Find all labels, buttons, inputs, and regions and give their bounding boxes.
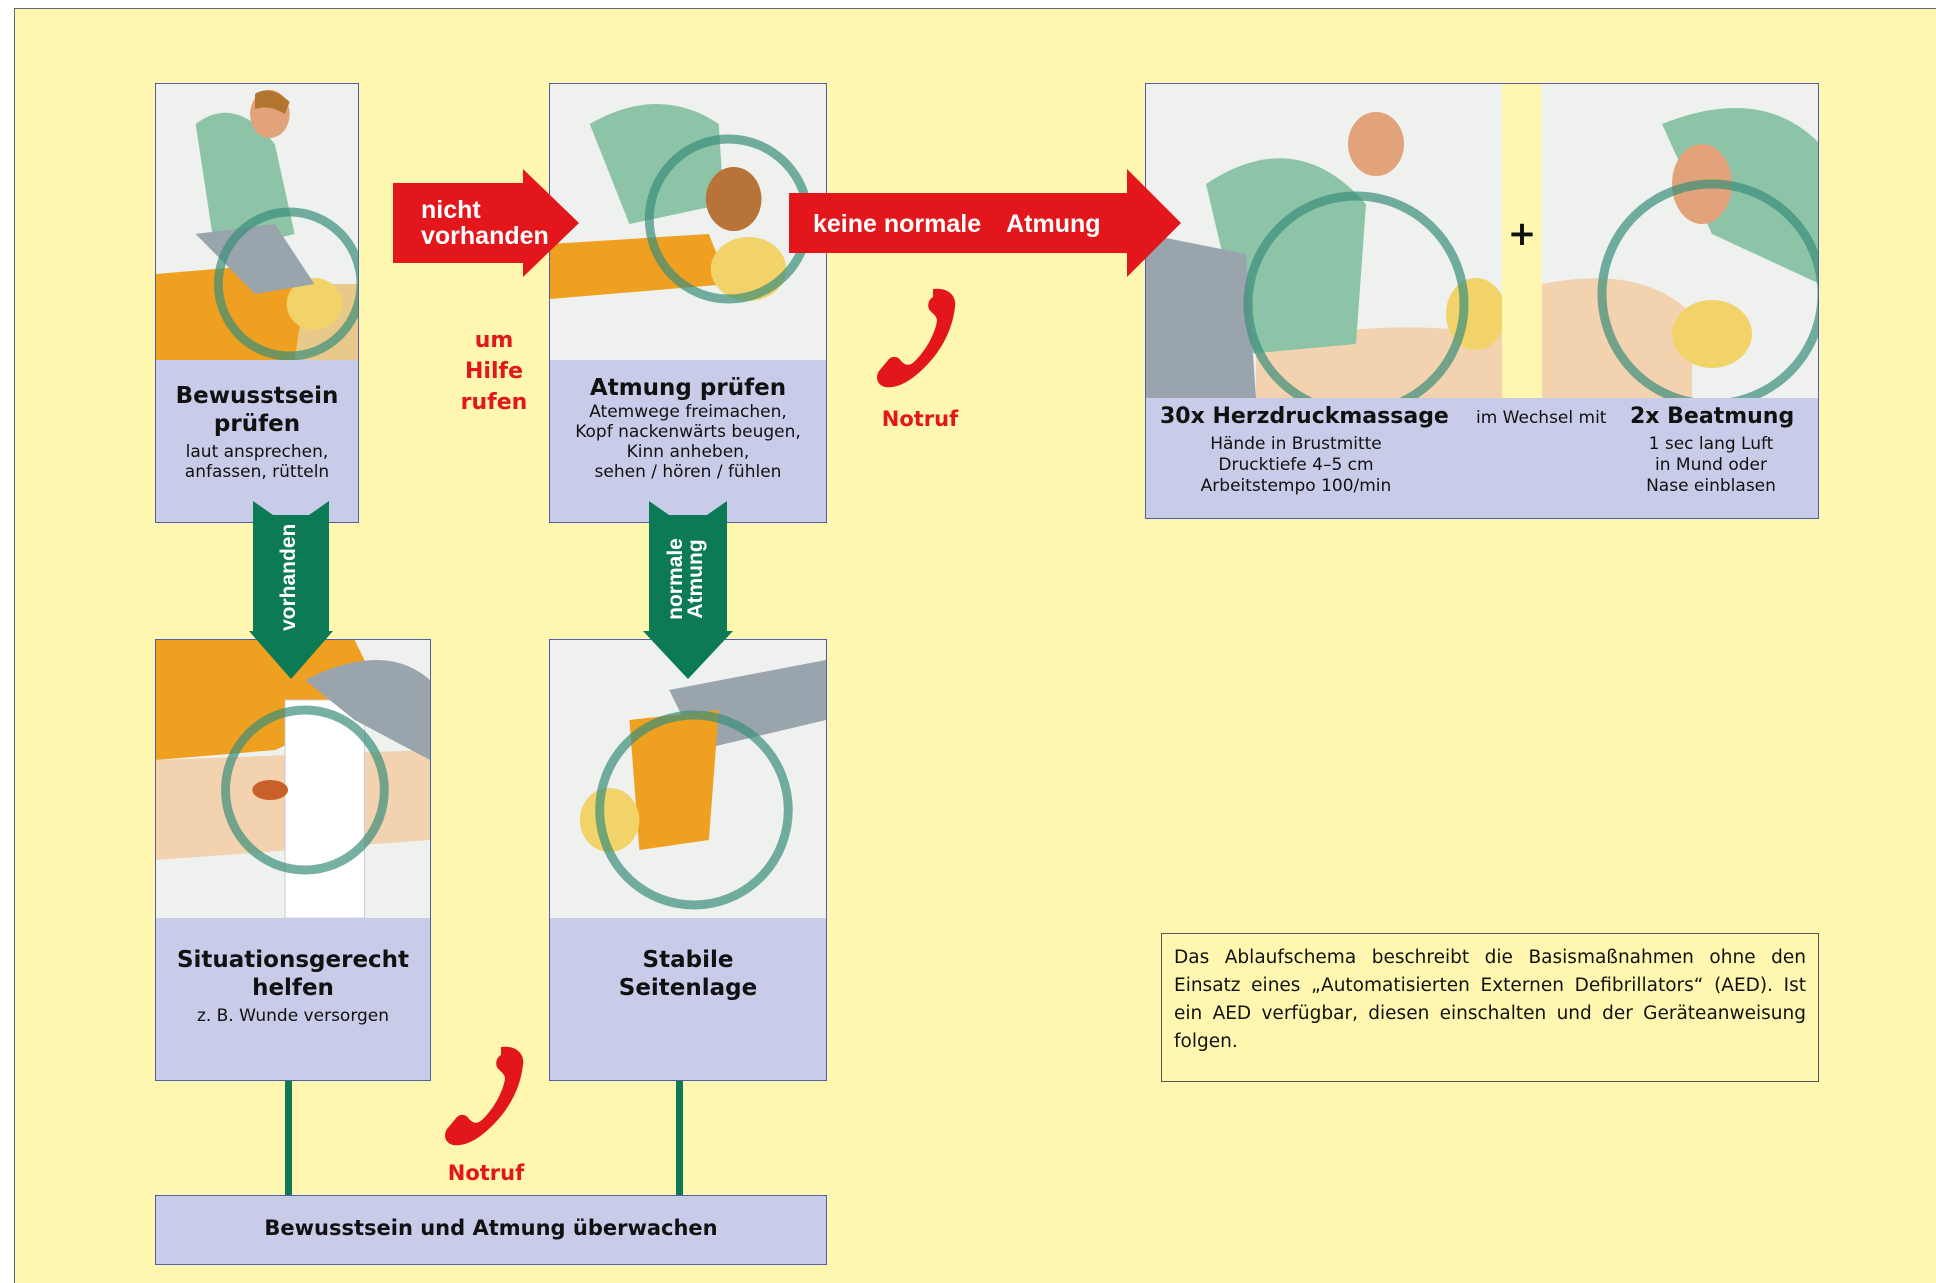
step-recovery-position-title-line-2: Seitenlage: [618, 975, 758, 1001]
arrow-normal-breathing-line-2: Atmung: [684, 539, 707, 619]
arrow-no-normal-breathing-text-2: Atmung: [1006, 210, 1101, 238]
step-cpr-box: + 30x Herzdruckmassage im Wechsel mit 2x…: [1145, 83, 1819, 519]
aed-note: Das Ablaufschema beschreibt die Basismaß…: [1161, 933, 1819, 1082]
shaking-person-illustration: [156, 84, 358, 360]
step-check-consciousness-caption: Bewusstsein prüfen laut ansprechen, anfa…: [156, 362, 358, 482]
wound-care-illustration: [156, 640, 430, 918]
step-check-consciousness-line-1: laut ansprechen,: [185, 442, 329, 462]
cpr-compressions-line-2: Drucktiefe 4–5 cm: [1218, 455, 1374, 475]
chest-compression-illustration: [1146, 84, 1502, 398]
cpr-compressions-title: 30x Herzdruckmassage: [1160, 404, 1449, 429]
rescue-breathing-illustration: [1542, 84, 1818, 398]
cpr-ventilation-line-1: 1 sec lang Luft: [1648, 434, 1774, 454]
arrow-no-normal-breathing: [789, 169, 1181, 277]
step-check-breathing-caption: Atmung prüfen Atemwege freimachen, Kopf …: [550, 362, 826, 482]
airway-check-illustration: [550, 84, 826, 360]
arrow-present-label: vorhanden: [277, 523, 300, 631]
cpr-compressions-line-1: Hände in Brustmitte: [1210, 434, 1382, 454]
step-recovery-position-title-line-1: Stabile: [642, 947, 734, 973]
step-check-consciousness-title: Bewusstsein prüfen: [175, 383, 339, 437]
arrow-normal-breathing: [643, 501, 733, 679]
recovery-position-illustration: [550, 640, 826, 918]
call-for-help-line-1: um: [474, 328, 514, 353]
emergency-call-label-bottom: Notruf: [447, 1161, 525, 1185]
phone-icon: [445, 1046, 524, 1146]
monitor-title: Bewusstsein und Atmung überwachen: [264, 1216, 718, 1240]
phone-icon: [877, 288, 956, 388]
step-situational-help-box: Situationsgerecht helfen z. B. Wunde ver…: [155, 639, 431, 1081]
monitor-box: Bewusstsein und Atmung überwachen: [155, 1195, 827, 1265]
plus-sign: +: [1507, 214, 1537, 254]
arrow-not-present-line-1: nicht: [421, 196, 481, 224]
cpr-ventilation-title: 2x Beatmung: [1630, 404, 1795, 429]
step-check-breathing-line-2: Kopf nackenwärts beugen,: [575, 422, 801, 442]
step-check-breathing-line-4: sehen / hören / fühlen: [594, 462, 782, 482]
call-for-help-label: um Hilfe rufen: [439, 325, 549, 418]
step-check-consciousness-line-2: anfassen, rütteln: [184, 462, 330, 482]
cpr-ventilation-details: 1 sec lang Luft in Mund oder Nase einbla…: [1616, 434, 1806, 497]
call-for-help-line-3: rufen: [460, 390, 528, 415]
emergency-call-label-top: Notruf: [881, 407, 959, 431]
arrow-no-normal-breathing-text-1: keine normale: [813, 210, 982, 238]
cpr-compressions-details: Hände in Brustmitte Drucktiefe 4–5 cm Ar…: [1176, 434, 1416, 497]
step-situational-help-title-line-1: Situationsgerecht: [176, 947, 410, 973]
step-situational-help-title-line-2: helfen: [252, 975, 334, 1001]
arrow-not-present: [393, 169, 579, 277]
step-check-breathing-title: Atmung prüfen: [589, 375, 787, 401]
step-check-breathing-line-3: Kinn anheben,: [626, 442, 750, 462]
cpr-ventilation-line-3: Nase einblasen: [1646, 476, 1776, 496]
arrow-present: [249, 501, 333, 679]
step-check-consciousness-box: Bewusstsein prüfen laut ansprechen, anfa…: [155, 83, 359, 523]
arrow-not-present-label: nicht vorhanden: [421, 197, 549, 249]
step-recovery-position-box: Stabile Seitenlage: [549, 639, 827, 1081]
step-check-breathing-box: Atmung prüfen Atemwege freimachen, Kopf …: [549, 83, 827, 523]
step-situational-help-caption: Situationsgerecht helfen z. B. Wunde ver…: [156, 920, 430, 1026]
cpr-alternating-label: im Wechsel mit: [1476, 408, 1607, 428]
step-recovery-position-caption: Stabile Seitenlage: [550, 920, 826, 1002]
step-check-breathing-line-1: Atemwege freimachen,: [589, 402, 787, 422]
step-situational-help-sub: z. B. Wunde versorgen: [196, 1006, 390, 1026]
connector-left: [285, 1081, 292, 1195]
connector-right: [676, 1081, 683, 1195]
arrow-normal-breathing-line-1: normale: [664, 538, 687, 620]
arrow-no-normal-breathing-label: keine normale Atmung: [813, 211, 1101, 237]
cpr-ventilation-line-2: in Mund oder: [1655, 455, 1767, 475]
cpr-caption-row: 30x Herzdruckmassage im Wechsel mit 2x B…: [1146, 398, 1818, 432]
flowchart-canvas: Bewusstsein prüfen laut ansprechen, anfa…: [14, 8, 1936, 1283]
plus-separator: +: [1502, 84, 1542, 398]
arrow-normal-breathing-label: normale Atmung: [664, 524, 710, 634]
cpr-compressions-line-3: Arbeitstempo 100/min: [1200, 476, 1392, 496]
arrow-not-present-line-2: vorhanden: [421, 222, 549, 250]
call-for-help-line-2: Hilfe: [465, 359, 523, 384]
